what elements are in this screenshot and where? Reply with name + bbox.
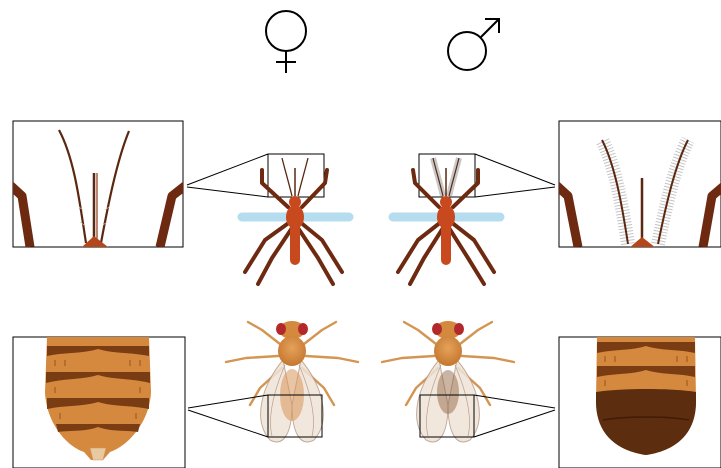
male-symbol-icon <box>448 19 499 70</box>
male-abdomen-zoom <box>559 337 721 468</box>
female-antenna-zoom <box>10 121 186 247</box>
male-mosquito-icon <box>393 158 500 284</box>
female-abdomen-zoom <box>13 337 185 468</box>
male-antenna-zoom <box>556 121 721 248</box>
female-symbol-icon <box>266 11 306 73</box>
female-fly-icon <box>226 321 358 442</box>
male-fly-icon <box>382 321 514 442</box>
female-mosquito-icon <box>242 158 349 284</box>
